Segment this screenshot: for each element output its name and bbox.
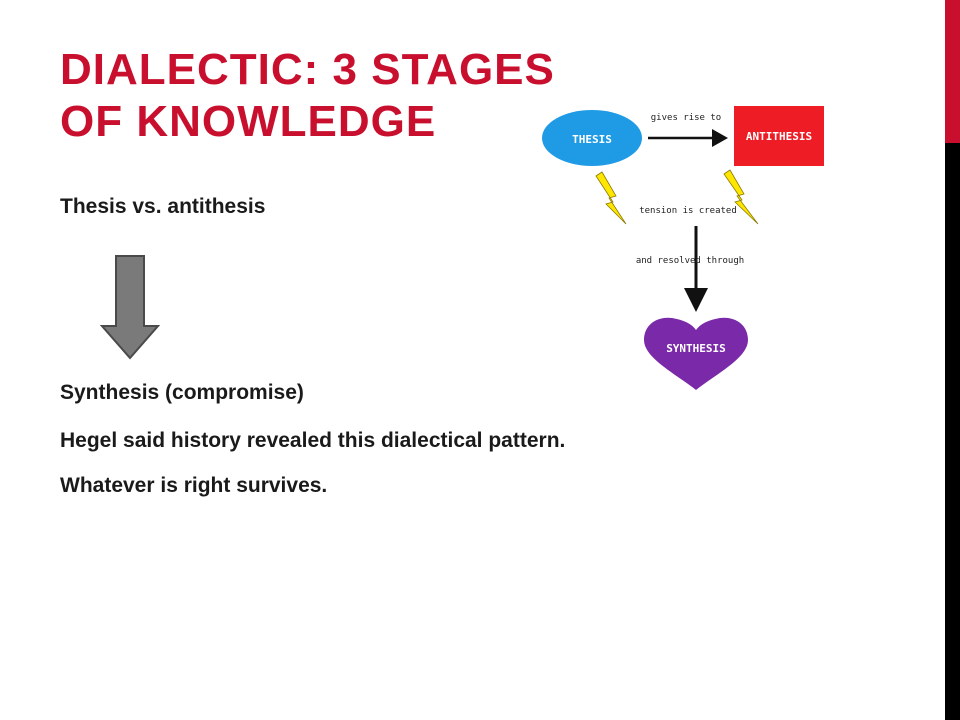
gives-rise-to-label: gives rise to xyxy=(651,113,721,123)
antithesis-node: ANTITHESIS xyxy=(734,106,824,166)
edge-accent-bar xyxy=(945,0,960,143)
thesis-label: THESIS xyxy=(572,133,612,146)
resolved-through-arrow: and resolved through xyxy=(636,226,744,312)
synthesis-label: SYNTHESIS xyxy=(666,342,726,355)
gives-rise-to-arrow: gives rise to xyxy=(648,113,728,147)
bullet-hegel-history: Hegel said history revealed this dialect… xyxy=(60,429,566,452)
down-arrow-icon xyxy=(99,255,161,360)
lightning-bolt-right-icon xyxy=(723,169,759,225)
tension-is-created-label: tension is created xyxy=(639,206,737,216)
title-line-2: OF KNOWLEDGE xyxy=(60,97,437,146)
slide-title: DIALECTIC: 3 STAGES OF KNOWLEDGE xyxy=(60,44,660,148)
bullet-synthesis: Synthesis (compromise) xyxy=(60,381,304,404)
thesis-node: THESIS xyxy=(542,110,642,166)
heart-icon xyxy=(644,317,748,390)
bullet-thesis-vs-antithesis: Thesis vs. antithesis xyxy=(60,195,266,218)
bullet-right-survives: Whatever is right survives. xyxy=(60,474,328,497)
title-line-1: DIALECTIC: 3 STAGES xyxy=(60,45,555,94)
dialectic-diagram: THESIS ANTITHESIS gives rise to tension … xyxy=(542,106,824,390)
edge-dark-bar xyxy=(945,143,960,720)
antithesis-label: ANTITHESIS xyxy=(746,130,812,143)
and-resolved-through-label: and resolved through xyxy=(636,256,744,266)
synthesis-node: SYNTHESIS xyxy=(644,317,748,390)
lightning-bolt-left-icon xyxy=(595,171,627,225)
